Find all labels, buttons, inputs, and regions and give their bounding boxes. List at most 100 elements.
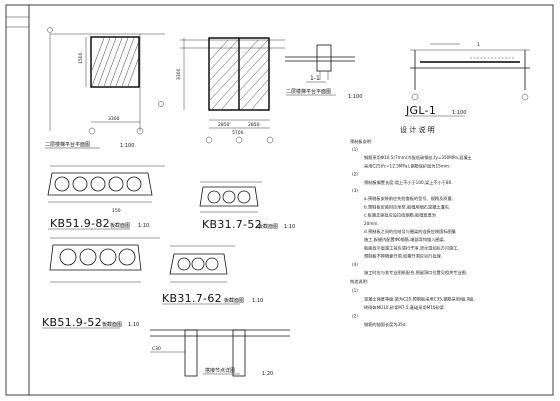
hollow-core <box>237 190 251 204</box>
slab-hatching <box>91 37 140 87</box>
axis-bubble <box>205 136 213 144</box>
note-line: 板面找平层施工前应清扫干净,浇水湿润后方可施工, <box>364 244 459 251</box>
axis-bubble <box>411 93 419 101</box>
note-line: 混凝土强度等级:梁为C25,预制板采用C35,钢筋采用I级,II级, <box>364 296 475 303</box>
beam-label: JGL-1 <box>405 104 436 117</box>
plan-b: 3300 2850 2850 5700 二层楼梯平台平面图 1:100 <box>158 37 362 144</box>
hollow-core <box>79 248 97 266</box>
slab-4-scale: 1:10 <box>252 298 263 304</box>
note-line: 施工时应与各专业图纸配合,预留洞口位置见相关专业图. <box>364 269 467 276</box>
slab-hatching-right <box>239 39 269 110</box>
hollow-core <box>118 248 136 266</box>
notes-list: (1) 钢筋采用Φ10.5(7mm)冷拔低碳钢丝,fy=350MPa,混凝土采用C… <box>352 147 472 276</box>
hollow-core <box>205 257 219 271</box>
slab-4-suffix: 板截面图 <box>224 297 244 304</box>
section-label: 1-1 <box>310 75 320 82</box>
dim-note: 150 <box>112 208 121 214</box>
axis-bubble <box>158 101 164 107</box>
note-line: (2) <box>352 314 358 319</box>
slab-1-scale: 1:10 <box>138 223 149 229</box>
slab-section-kb31-7-52: KB31.7-52 板截面图 1:10 <box>199 181 295 231</box>
slab-3-scale: 1:10 <box>128 322 139 328</box>
plan-b-dim-1: 2850 <box>218 122 230 128</box>
plan-b-dim-total: 5700 <box>232 130 244 136</box>
slab-section-kb31-7-62: KB31.7-62 板截面图 1:10 <box>162 245 263 305</box>
beam-section <box>316 44 332 72</box>
plan-a-title: 二层楼梯平台平面图 <box>45 141 90 148</box>
note-line: (1) <box>352 147 358 152</box>
hollow-core <box>126 176 142 192</box>
slab-panel <box>90 36 140 88</box>
note-line: (1) <box>352 288 358 293</box>
slab-2-suffix: 板截面图 <box>258 223 278 230</box>
plan-b-scale: 1:100 <box>348 94 362 100</box>
note-line: b.预制板安装时应坐浆,板缝用细石混凝土灌实, <box>364 203 450 210</box>
hollow-core <box>72 176 88 192</box>
sheet-border <box>5 4 554 396</box>
hollow-core <box>177 257 191 271</box>
plan-a-scale: 1:100 <box>120 143 134 149</box>
beam-mark: 1 <box>477 42 480 48</box>
note-line: a.预制板安装前应先检查板的型号、规格及质量, <box>364 195 453 202</box>
detail-title: 搭接节点详图 <box>205 367 235 374</box>
connection-detail: C30 搭接节点详图 1:20 <box>150 329 290 377</box>
note-line: 预制板搁置长度:墙上不小于100,梁上不小于80. <box>364 179 453 186</box>
hollow-core <box>191 257 205 271</box>
section-1-1: 1-1 <box>285 44 355 83</box>
slab-2-label: KB31.7-52 <box>202 218 262 231</box>
hollow-core <box>108 176 124 192</box>
note-line: 施工,板缝内配置Φ6钢筋,端部弯钩锚入圈梁, <box>364 236 445 243</box>
hollow-core <box>54 176 70 192</box>
note-line: c.板端支座处应设拉结钢筋,板缝宽度为 <box>364 212 436 219</box>
detail-note: C30 <box>152 346 161 352</box>
slab-outline <box>47 172 153 196</box>
slab-outline <box>49 244 142 271</box>
slab-3-suffix: 板截面图 <box>102 321 122 328</box>
slab-2-scale: 1:10 <box>284 224 295 230</box>
design-notes: 设 计 说 明 预制板说明: (1) 钢筋采用Φ10.5(7mm)冷拔低碳钢丝,f… <box>350 125 475 328</box>
slab-outline <box>199 186 259 207</box>
note-line: (4) <box>352 262 358 267</box>
slab-4-label: KB31.7-62 <box>162 292 222 305</box>
hollow-core <box>90 176 106 192</box>
notes-list-2: (1) 混凝土强度等级:梁为C25,预制板采用C35,钢筋采用I级,II级,砖砌体… <box>352 288 475 328</box>
beam-jgl-1: 1 JGL-1 1:100 <box>405 42 530 117</box>
axis-bubble <box>266 136 274 144</box>
hollow-core <box>222 190 236 204</box>
plan-b-dim-height: 3300 <box>176 68 182 80</box>
note-line: 20mm. <box>364 221 379 226</box>
note-line: 砖砌体MU10,砂浆M7.5,基础采用M10砂浆. <box>364 304 445 311</box>
plan-b-dim-2: 2850 <box>248 122 260 128</box>
hollow-core <box>99 248 117 266</box>
slab-1-suffix: 板截面图 <box>110 222 130 229</box>
beam-scale: 1:100 <box>452 110 466 116</box>
note-line: 钢筋采用Φ10.5(7mm)冷拔低碳钢丝,fy=350MPa,混凝土 <box>364 154 472 161</box>
slab-1-label: KB51.9-82 <box>50 217 110 230</box>
note-line: (3) <box>352 188 358 193</box>
plan-a: 1500 3300 二层楼梯平台平面图 1:100 <box>45 27 165 149</box>
slab-section-kb51-9-82: 150 KB51.9-82 板截面图 1:10 <box>47 165 165 230</box>
axis-bubble <box>47 27 53 33</box>
plan-a-dim-height: 1500 <box>78 52 84 64</box>
axis-bubble <box>235 136 243 144</box>
hollow-core <box>59 248 77 266</box>
notes-subtitle-2: 构造说明: <box>350 278 368 285</box>
axis-bubble <box>136 127 144 135</box>
note-line: 采用C25(fc=12.5MPa),钢筋保护层为15mm. <box>364 162 450 169</box>
plan-a-dim-width: 3300 <box>108 116 120 122</box>
slab-outline <box>169 253 228 275</box>
slab-section-kb51-9-52: KB51.9-52 板截面图 1:10 <box>42 237 160 329</box>
slab-hatching-left <box>209 39 239 110</box>
axis-bubble <box>521 93 529 101</box>
plan-b-title: 二层楼梯平台平面图 <box>286 88 331 95</box>
note-line: (2) <box>352 172 358 177</box>
slab-3-label: KB51.9-52 <box>42 316 102 329</box>
beam-right <box>232 329 246 377</box>
axis-bubble <box>88 127 96 135</box>
note-line: 钢筋的锚固长度为35d. <box>364 321 407 328</box>
notes-title: 设 计 说 明 <box>400 125 435 134</box>
notes-subtitle: 预制板说明: <box>350 138 372 145</box>
beam-left <box>184 329 198 377</box>
note-line: d.预制板之间的拉结及与圈梁的连接应按国标图集 <box>364 228 457 235</box>
